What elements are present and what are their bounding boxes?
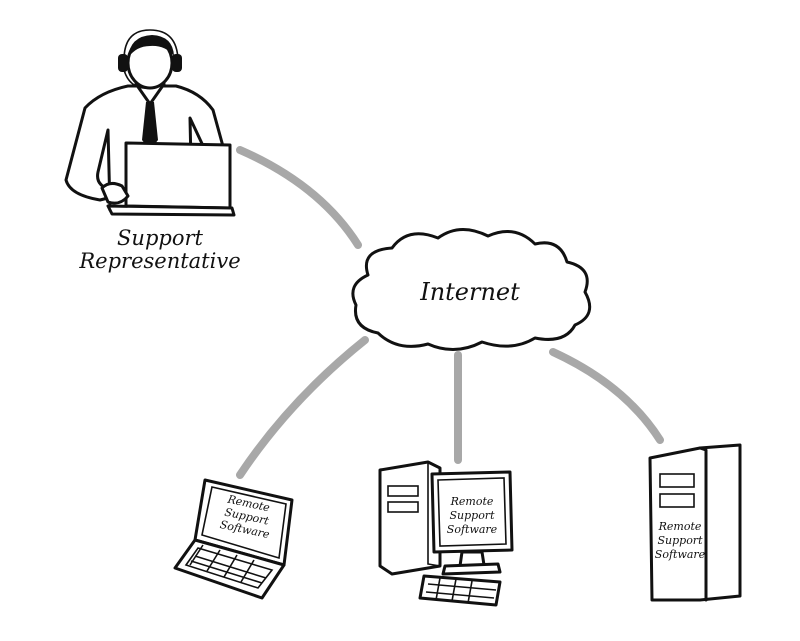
link-support-internet xyxy=(236,146,362,249)
server-screen-line3: Software xyxy=(655,548,706,561)
server-screen-line1: Remote xyxy=(658,520,702,533)
laptop-icon xyxy=(173,478,294,600)
cloud-icon xyxy=(351,228,592,351)
internet-label: Internet xyxy=(419,278,520,306)
desktop-screen-line2: Support xyxy=(449,509,495,522)
connectors xyxy=(236,146,664,479)
server-node: Remote Support Software xyxy=(648,443,742,602)
server-tower-icon xyxy=(648,443,742,602)
desktop-computer-icon xyxy=(378,460,514,607)
desktop-screen-line1: Remote xyxy=(450,495,494,508)
link-internet-laptop xyxy=(236,336,369,479)
server-screen-line2: Support xyxy=(657,534,703,547)
support-agent-headset-icon xyxy=(64,29,236,217)
support-label-line2: Representative xyxy=(78,249,240,273)
support-label-line1: Support xyxy=(117,226,203,250)
link-internet-server xyxy=(549,348,664,444)
internet-cloud: Internet xyxy=(351,228,592,351)
desktop-node: Remote Support Software xyxy=(378,460,514,607)
support-representative: Support Representative xyxy=(64,29,241,273)
laptop-node: Remote Support Software xyxy=(173,478,294,600)
desktop-screen-line3: Software xyxy=(447,523,498,536)
